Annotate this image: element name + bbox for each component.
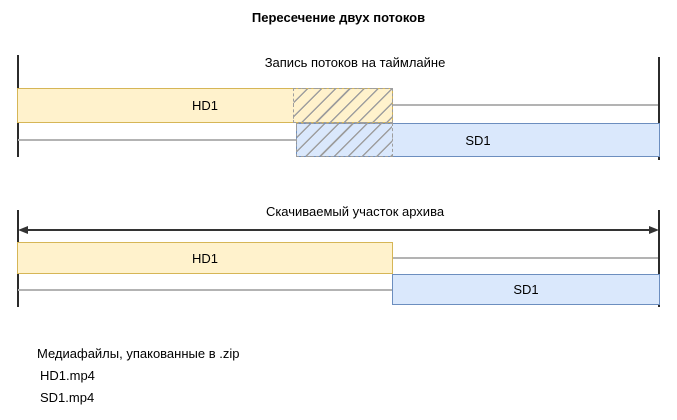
sd1-bar-label: SD1 bbox=[465, 132, 491, 148]
hd1-download-bar: HD1 bbox=[17, 242, 393, 274]
timeline-download-caption: Скачиваемый участок архива bbox=[265, 204, 445, 219]
hd1-download-row-line bbox=[393, 257, 658, 259]
overlap-hatch-hd bbox=[293, 88, 393, 123]
download-range-arrow bbox=[24, 229, 653, 231]
diagram-title: Пересечение двух потоков bbox=[251, 10, 426, 25]
sd1-row-line bbox=[18, 139, 296, 141]
arrowhead-right bbox=[649, 226, 659, 234]
zip-file-item: SD1.mp4 bbox=[40, 390, 95, 405]
zip-files-heading: Медиафайлы, упакованные в .zip bbox=[37, 346, 240, 361]
sd1-download-bar: SD1 bbox=[392, 274, 660, 305]
sd1-download-row-line bbox=[18, 289, 392, 291]
timeline-recording-end-axis bbox=[658, 57, 660, 160]
timeline-download-end-axis bbox=[658, 210, 660, 307]
overlap-hatch-sd bbox=[296, 123, 393, 157]
hd1-row-line bbox=[393, 104, 658, 106]
hd1-download-bar-label: HD1 bbox=[191, 250, 218, 266]
arrowhead-left bbox=[18, 226, 28, 234]
timeline-recording-caption: Запись потоков на таймлайне bbox=[264, 55, 446, 70]
hd1-bar-label: HD1 bbox=[191, 98, 218, 113]
zip-file-item: HD1.mp4 bbox=[40, 368, 95, 383]
sd1-download-bar-label: SD1 bbox=[513, 282, 539, 297]
